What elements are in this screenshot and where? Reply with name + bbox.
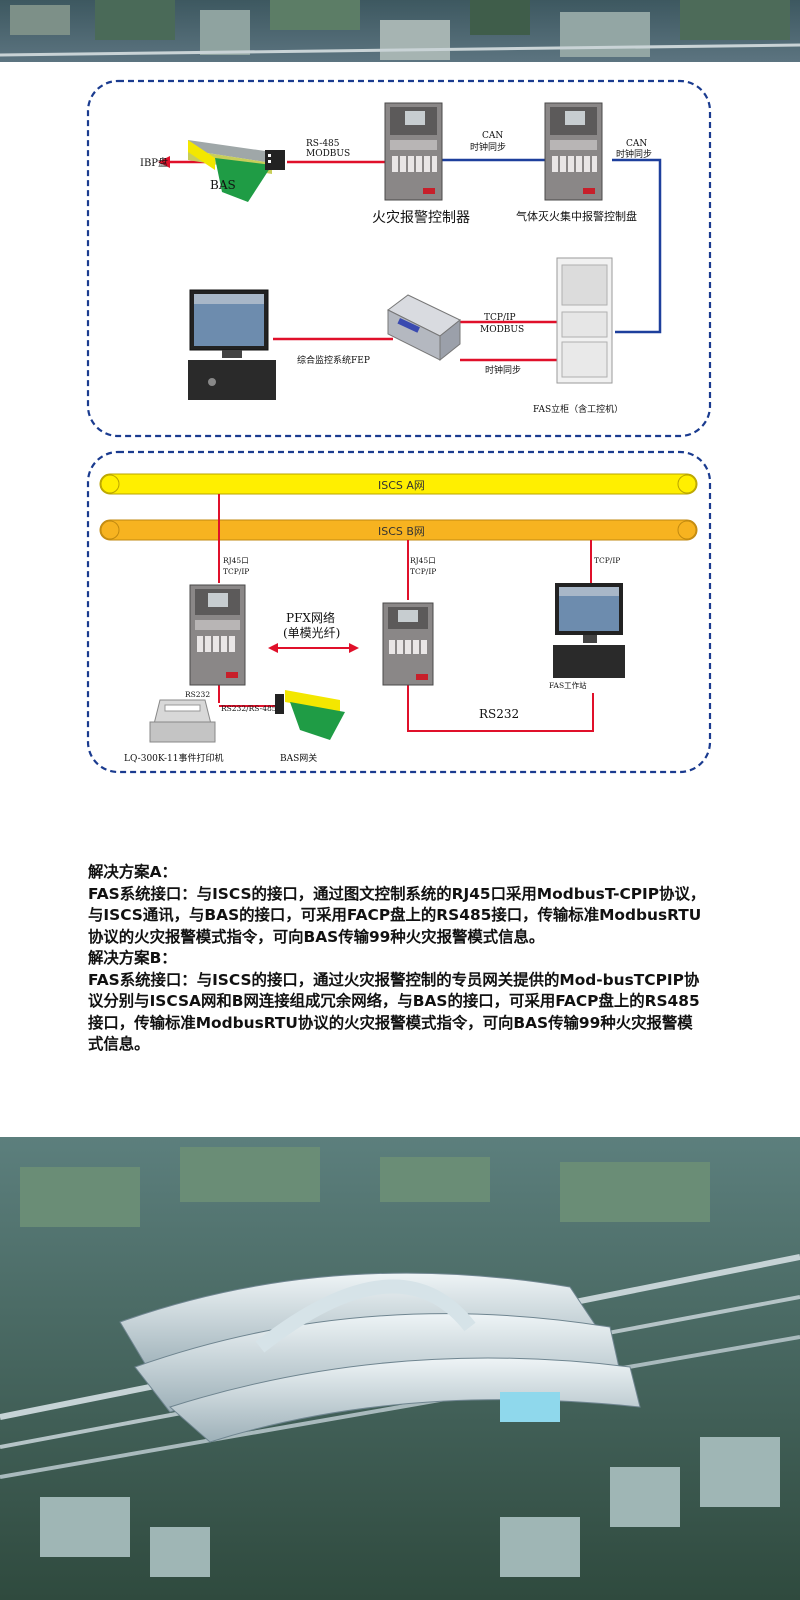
gas-panel-label: 气体灭火集中报警控制盘 <box>516 209 637 223</box>
top-aerial-photo <box>0 0 800 62</box>
fas-workstation-icon <box>553 583 625 678</box>
fep-label: 综合监控系统FEP <box>297 354 370 366</box>
sync-label-2: 时钟同步 <box>616 148 652 160</box>
fire-alarm-panel-middle-icon <box>382 602 434 686</box>
ibp-label: IBP盘 <box>140 156 168 169</box>
fire-alarm-panel-left-icon <box>189 584 246 686</box>
bas-gateway-label: BAS网关 <box>280 752 317 764</box>
fas-connection-diagram-top: IBP盘 BAS RS-485 MODBUS 火灾报警控制器 CAN 时钟同步 … <box>86 79 712 438</box>
modbus-label: MODBUS <box>306 149 350 159</box>
pfx-double-arrow <box>268 643 359 653</box>
workstation-label: FAS工作站 <box>549 680 587 690</box>
rs232-label-2: RS232 <box>479 707 519 721</box>
iscs-a-label: ISCS A网 <box>378 479 425 492</box>
can-label-1: CAN <box>482 131 503 141</box>
tcpip-label: TCP/IP <box>484 313 516 323</box>
iscs-a-network-bar <box>99 473 698 495</box>
bas-label: BAS <box>210 178 236 192</box>
fire-panel-label: 火灾报警控制器 <box>372 209 470 226</box>
rj45-label-1: RJ45口 <box>223 556 249 565</box>
bas-device-icon <box>188 140 285 202</box>
can-label-2: CAN <box>626 139 647 149</box>
sync-label-3: 时钟同步 <box>485 364 521 376</box>
tcpip-label-1: TCP/IP <box>223 567 249 576</box>
tcpip-label-2: TCP/IP <box>410 567 436 576</box>
rs485-label: RS-485 <box>306 139 340 149</box>
fep-computer-icon <box>188 289 276 400</box>
bas-gateway-icon <box>275 690 345 740</box>
pfx-label-1: PFX网络 <box>286 610 335 625</box>
solution-a-body: FAS系统接口：与ISCS的接口，通过图文控制系统的RJ45口采用ModbusT… <box>88 884 706 946</box>
iscs-b-label: ISCS B网 <box>378 525 425 538</box>
rs232-485-label: RS232/RS-485 <box>221 704 277 713</box>
fire-alarm-panel-icon <box>384 102 443 201</box>
tcpip-label-3: TCP/IP <box>594 556 620 565</box>
bottom-aerial-station-photo <box>0 1137 800 1600</box>
solution-text-block: 解决方案A： FAS系统接口：与ISCS的接口，通过图文控制系统的RJ45口采用… <box>88 862 708 1056</box>
cabinet-label: FAS立柜（含工控机） <box>533 403 623 415</box>
iscs-b-network-bar <box>99 519 698 541</box>
printer-label: LQ-300K-11事件打印机 <box>124 752 223 764</box>
pfx-label-2: (单模光纤) <box>283 626 340 640</box>
gateway-box-icon <box>387 294 461 362</box>
gas-extinguishing-panel-icon <box>544 102 603 201</box>
rj45-label-2: RJ45口 <box>410 556 436 565</box>
fas-connection-diagram-bottom: ISCS A网 ISCS B网 <box>86 450 712 774</box>
rs232-label-1: RS232 <box>185 690 210 699</box>
sync-label-1: 时钟同步 <box>470 141 506 153</box>
solution-b-title: 解决方案B： <box>88 949 177 967</box>
solution-b-body: FAS系统接口：与ISCS的接口，通过火灾报警控制的专员网关提供的Mod-bus… <box>88 970 700 1054</box>
modbus-label-2: MODBUS <box>480 325 524 335</box>
solution-a-title: 解决方案A： <box>88 863 177 881</box>
printer-icon <box>149 699 216 743</box>
fas-cabinet-icon <box>556 257 613 384</box>
